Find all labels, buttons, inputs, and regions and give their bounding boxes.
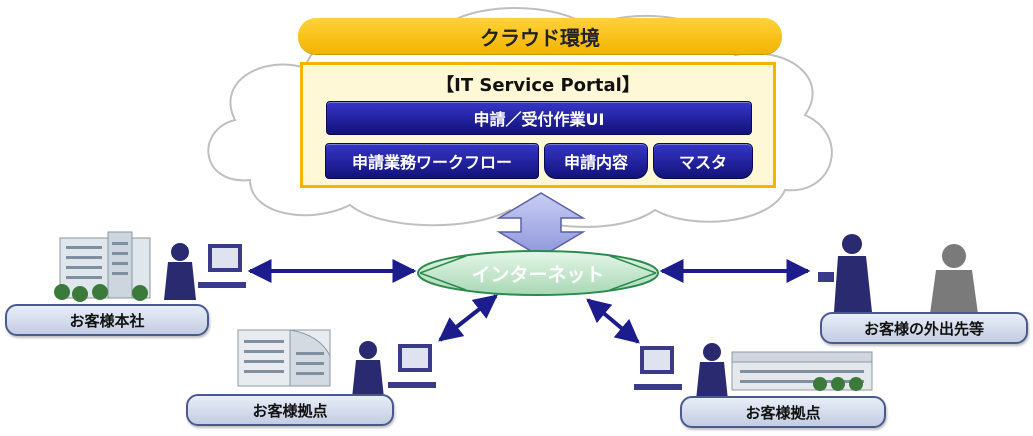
portal-title: 【IT Service Portal】: [436, 75, 640, 96]
internet-ellipse: [417, 250, 659, 296]
site-label-mobile: お客様の外出先等: [820, 312, 1028, 344]
phone-user-icon: [930, 244, 978, 314]
site-label-hq: お客様本社: [5, 304, 209, 336]
mobile-user-icon: [818, 234, 872, 312]
branch-right-building-icon: [731, 351, 873, 391]
request-ui-bar: 申請／受付作業UI: [326, 101, 752, 135]
request-content-module: 申請内容: [544, 143, 648, 179]
internet-label: インターネット: [471, 263, 605, 286]
branch-left-building-icon: [237, 329, 331, 387]
arrow-internet-branch-right: [586, 298, 640, 344]
branch-left-user-icon: [352, 341, 436, 398]
hq-building-icon: [54, 231, 151, 302]
master-module: マスタ: [653, 143, 753, 179]
arrow-internet-branch-left: [438, 294, 498, 342]
cloud-environment-label: クラウド環境: [298, 18, 782, 54]
hq-user-icon: [164, 243, 246, 300]
it-service-portal-box: 【IT Service Portal】 申請／受付作業UI 申請業務ワークフロー…: [300, 62, 776, 188]
workflow-module: 申請業務ワークフロー: [325, 143, 539, 179]
site-label-branch-right: お客様拠点: [680, 396, 886, 428]
site-label-branch-left: お客様拠点: [186, 394, 394, 426]
branch-right-user-icon: [634, 343, 728, 400]
